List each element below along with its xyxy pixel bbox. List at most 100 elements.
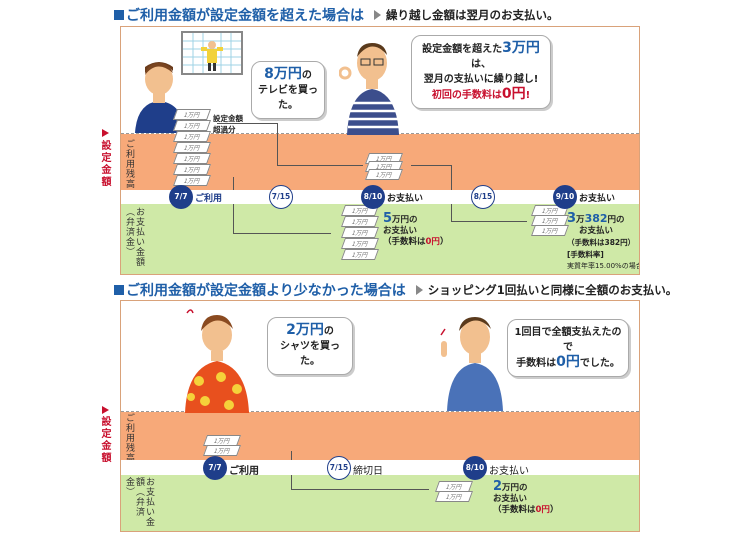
section2-side-label: 設定金額 bbox=[97, 416, 112, 464]
bill: 1万円 bbox=[173, 120, 211, 131]
carryover-line2: 翌月の支払いに繰り越し! bbox=[424, 74, 539, 85]
payment-note: 2万円の お支払い （手数料は0円） bbox=[493, 481, 558, 516]
date-7-7-label: ご利用 bbox=[195, 191, 222, 204]
bill: 1万円 bbox=[341, 249, 379, 260]
shirt-amount: 2万円 bbox=[286, 322, 324, 338]
date-8-10: 8/10 bbox=[361, 185, 385, 209]
tv-illustration bbox=[181, 31, 243, 75]
section2-subtitle: ショッピング1回払いと同様に全額のお支払い。 bbox=[428, 282, 678, 298]
section1-side-label: 設定金額 bbox=[97, 140, 112, 188]
bill: 1万円 bbox=[203, 445, 241, 456]
date-7-7: 7/7 bbox=[203, 456, 227, 480]
section1-heading: ご利用金額が設定金額を超えた場合は 繰り越し金額は翌月のお支払い。 bbox=[114, 5, 559, 25]
date-9-10-label: お支払い bbox=[579, 191, 615, 204]
marker-triangle-icon bbox=[102, 406, 109, 414]
payment2-line4: [手数料率] bbox=[567, 250, 604, 259]
bill: 1万円 bbox=[341, 238, 379, 249]
bill: 1万円 bbox=[173, 153, 211, 164]
payment-unit: 万円の bbox=[502, 483, 528, 493]
bill: 1万円 bbox=[341, 227, 379, 238]
fee-zero-speech-bubble: 1回目で全額支払えたので 手数料は0円でした。 bbox=[507, 319, 629, 377]
balance-band-label: ご利用残高 bbox=[124, 139, 134, 189]
payment1-line3-prefix: （手数料は bbox=[383, 237, 426, 247]
payment-amount: 2 bbox=[493, 479, 502, 494]
payment2-note: 3万382円の お支払い （手数料は382円） [手数料率] 実質年率15.00… bbox=[567, 213, 640, 272]
carryover-bill-stack: 1万円 1万円 1万円 bbox=[365, 153, 409, 183]
connector-line bbox=[277, 123, 278, 165]
payment1-line3-suffix: ） bbox=[440, 237, 449, 247]
man-ok-sign-illustration bbox=[339, 33, 405, 135]
bill: 1万円 bbox=[435, 491, 473, 502]
payment2-amount-b: 382 bbox=[585, 212, 608, 225]
balance-band-label: ご利用残高 bbox=[124, 413, 134, 463]
tv-bubble-suffix: の bbox=[302, 70, 312, 81]
connector-line bbox=[451, 221, 527, 222]
date-7-15: 7/15 bbox=[269, 185, 293, 209]
payment-fee: 0円 bbox=[536, 505, 550, 515]
payment-line3-suffix: ） bbox=[550, 505, 559, 515]
date-7-15-label: 締切日 bbox=[353, 462, 383, 477]
carryover-line3-prefix: 初回の手数料は bbox=[432, 90, 502, 101]
fee-zero-line2-prefix: 手数料は bbox=[516, 358, 556, 369]
bill: 1万円 bbox=[531, 225, 569, 236]
payment-band bbox=[121, 475, 639, 532]
bill: 1万円 bbox=[173, 142, 211, 153]
man-in-shirt-illustration bbox=[177, 305, 257, 413]
connector-line bbox=[217, 123, 277, 124]
payment1-line2: お支払い bbox=[383, 226, 417, 236]
payment1-fee: 0円 bbox=[426, 237, 440, 247]
section1-panel: ご利用残高 お支払い金額（弁済金） 8万円の テレビを買った。 bbox=[120, 26, 640, 275]
over-amount-label: 設定金額 超過分 bbox=[213, 113, 243, 135]
tv-amount: 8万円 bbox=[264, 66, 302, 82]
bill: 1万円 bbox=[173, 164, 211, 175]
carryover-line1-prefix: 設定金額を超えた bbox=[422, 44, 502, 55]
carryover-amount: 3万円 bbox=[502, 40, 540, 56]
shirt-bubble-suffix: の bbox=[324, 326, 334, 337]
payment2-line2: お支払い bbox=[567, 226, 613, 236]
connector-line bbox=[233, 233, 331, 234]
date-8-10: 8/10 bbox=[463, 456, 487, 480]
bill: 1万円 bbox=[365, 169, 403, 180]
marker-triangle-icon bbox=[102, 129, 109, 137]
arrow-right-icon bbox=[416, 285, 423, 295]
payment2-amount-a: 3 bbox=[567, 211, 576, 226]
section2-heading: ご利用金額が設定金額より少なかった場合は ショッピング1回払いと同様に全額のお支… bbox=[114, 280, 677, 300]
section2-panel: ご利用残高 お支払い金額（弁済金） 2万円の シャツを買った。 1回目で全額支払… bbox=[120, 300, 640, 532]
tv-bubble-line2: テレビを買った。 bbox=[258, 85, 318, 111]
date-8-10-label: お支払い bbox=[489, 462, 529, 477]
payment1-note: 5万円の お支払い （手数料は0円） bbox=[383, 213, 448, 248]
tv-speech-bubble: 8万円の テレビを買った。 bbox=[251, 61, 325, 119]
usage-bill-stack: 1万円 1万円 bbox=[203, 435, 247, 459]
connector-line bbox=[233, 177, 234, 233]
man-pointing-illustration bbox=[437, 305, 509, 411]
date-8-15: 8/15 bbox=[471, 185, 495, 209]
payment1-amount: 5 bbox=[383, 211, 392, 226]
payment-line3-prefix: （手数料は bbox=[493, 505, 536, 515]
carryover-speech-bubble: 設定金額を超えた3万円は、 翌月の支払いに繰り越し! 初回の手数料は0円! bbox=[411, 35, 551, 109]
section2-title: ご利用金額が設定金額より少なかった場合は bbox=[126, 280, 406, 300]
bill: 1万円 bbox=[173, 131, 211, 142]
payment2-unit-b: 円の bbox=[608, 215, 625, 225]
bill: 1万円 bbox=[173, 109, 211, 120]
payment2-line5: 実質年率15.00%の場合 bbox=[567, 262, 640, 270]
payment-bill-stack: 1万円 1万円 bbox=[433, 481, 477, 505]
connector-line bbox=[277, 165, 363, 166]
arrow-right-icon bbox=[374, 10, 381, 20]
fee-zero-fee: 0円 bbox=[556, 354, 580, 370]
carryover-line1-suffix: は、 bbox=[471, 59, 491, 70]
over-label-line1: 設定金額 bbox=[213, 114, 243, 123]
over-label-line2: 超過分 bbox=[213, 125, 236, 134]
bill: 1万円 bbox=[341, 216, 379, 227]
connector-line bbox=[411, 165, 451, 166]
payment-band-label: お支払い金額（弁済金） bbox=[124, 207, 144, 274]
payment1-unit: 万円の bbox=[392, 215, 418, 225]
carryover-fee: 0円 bbox=[502, 86, 526, 102]
date-7-7: 7/7 bbox=[169, 185, 193, 209]
payment-line2: お支払い bbox=[493, 494, 527, 504]
balance-band bbox=[121, 412, 639, 460]
date-8-10-label: お支払い bbox=[387, 191, 423, 204]
payment-band-label: お支払い金額（弁済金） bbox=[124, 477, 154, 531]
shirt-speech-bubble: 2万円の シャツを買った。 bbox=[267, 317, 353, 375]
payment1-bill-stack: 1万円 1万円 1万円 1万円 1万円 bbox=[339, 205, 383, 267]
connector-line bbox=[291, 489, 429, 490]
